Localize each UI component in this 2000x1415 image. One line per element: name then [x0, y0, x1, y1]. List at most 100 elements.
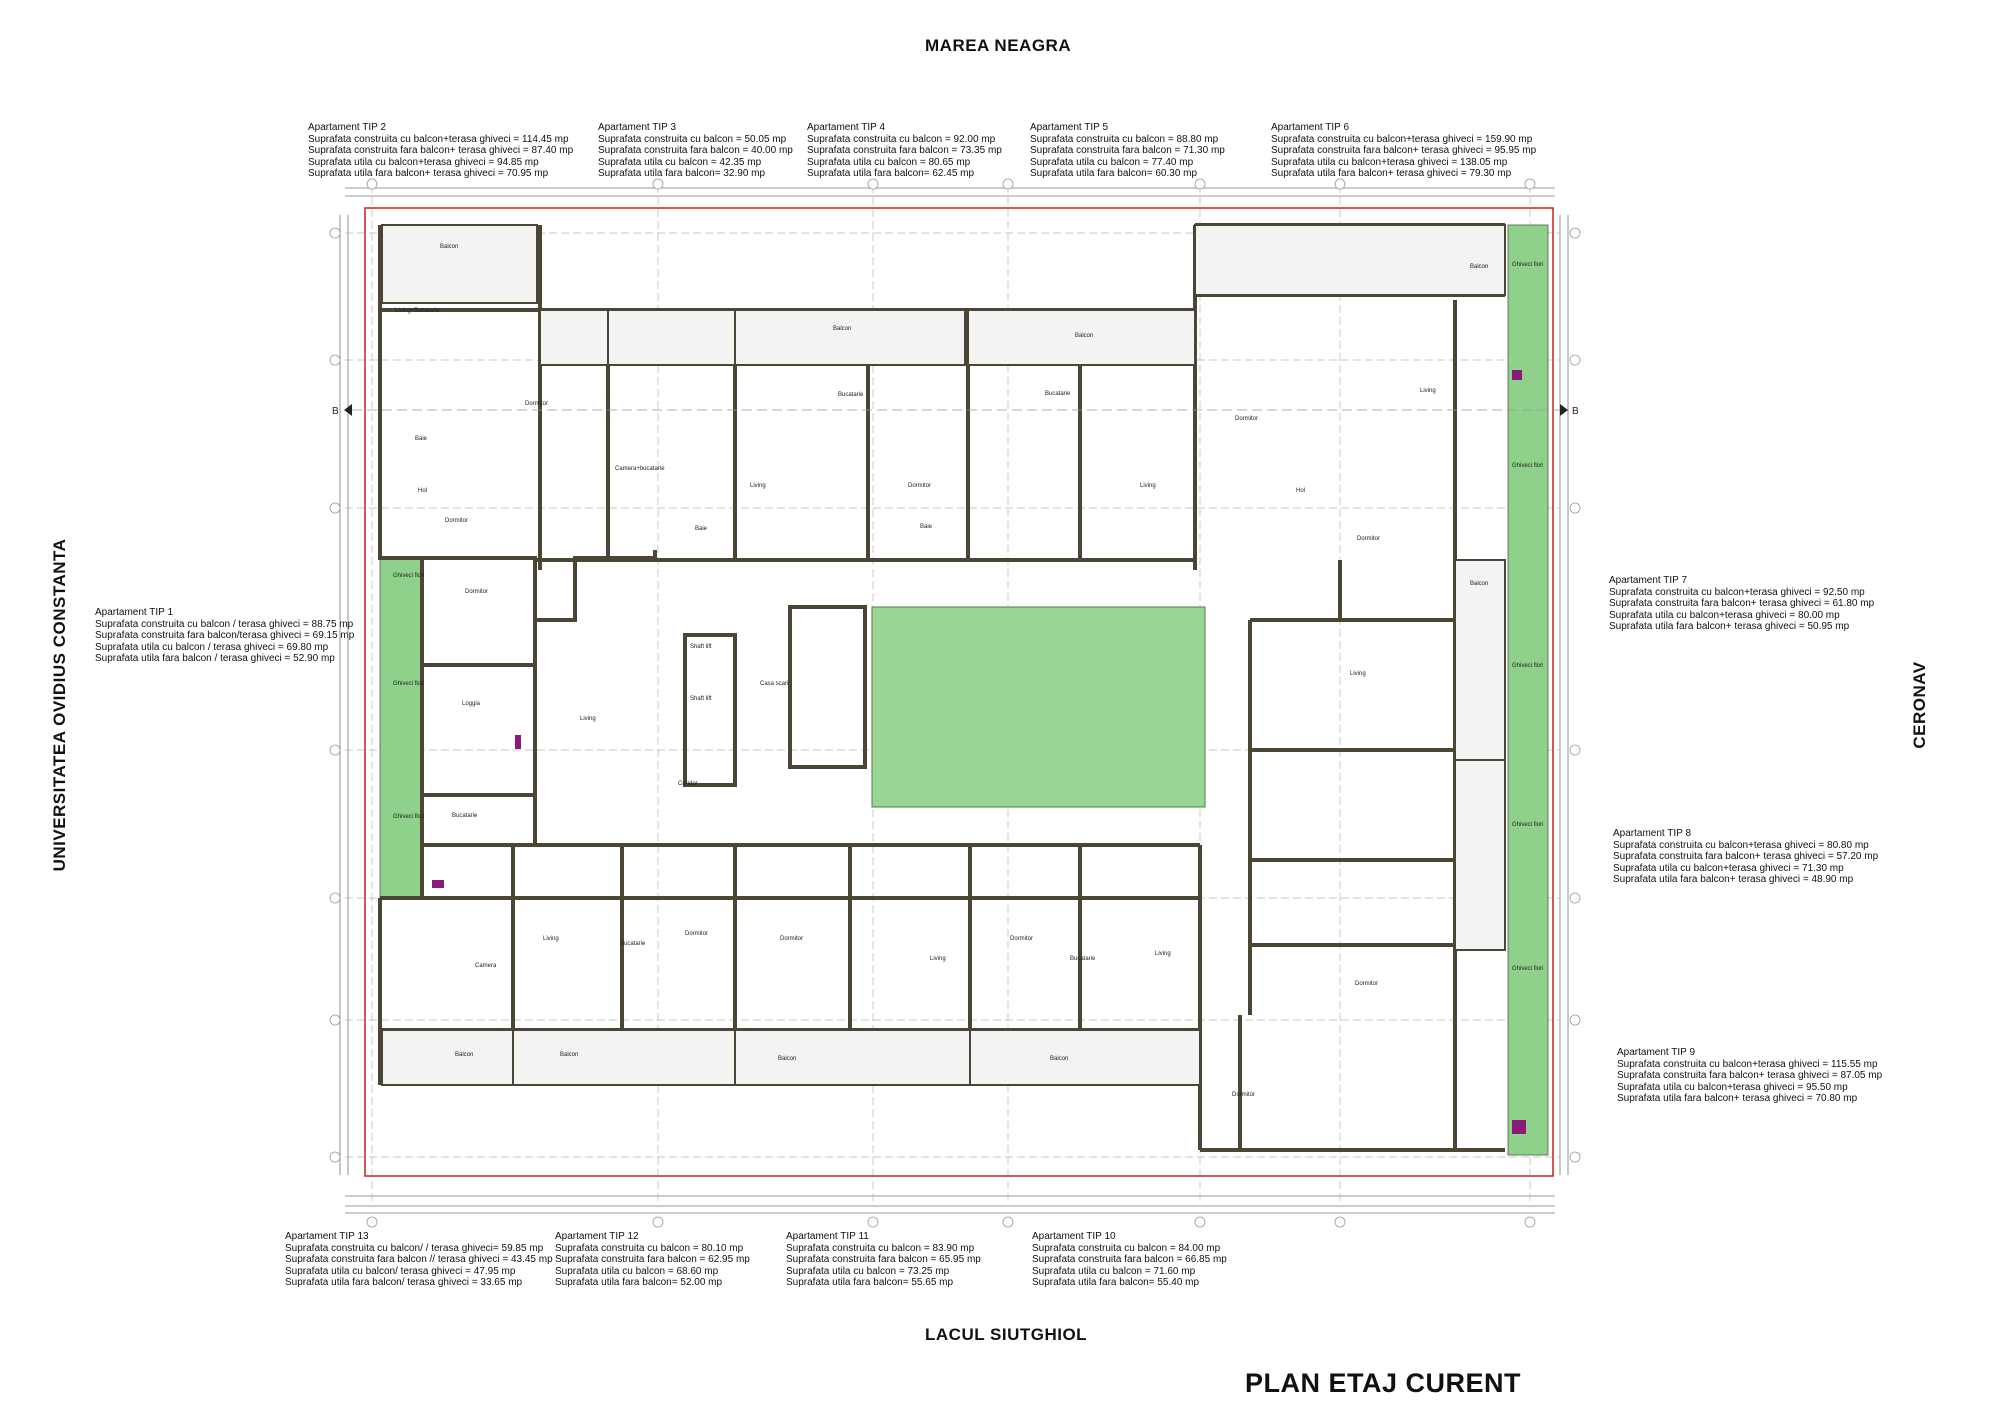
- svg-text:Ghiveci flori: Ghiveci flori: [393, 814, 424, 820]
- area-line: Suprafata construita cu balcon / terasa …: [95, 618, 354, 630]
- area-line: Suprafata construita fara balcon+ terasa…: [1609, 598, 1875, 610]
- area-line: Suprafata utila cu balcon+terasa ghiveci…: [1613, 862, 1844, 874]
- area-line: Suprafata utila cu balcon = 77.40 mp: [1030, 156, 1194, 168]
- svg-text:Bucatarie: Bucatarie: [620, 941, 646, 947]
- svg-text:Hol: Hol: [1296, 488, 1305, 494]
- area-line: Suprafata utila fara balcon / terasa ghi…: [95, 653, 335, 665]
- svg-text:Living+Bucatarie: Living+Bucatarie: [395, 308, 440, 314]
- area-line: Suprafata utila fara balcon/ terasa ghiv…: [285, 1277, 523, 1289]
- south-label: LACUL SIUTGHIOL: [925, 1325, 1088, 1344]
- svg-text:Living: Living: [750, 483, 766, 489]
- area-line: Suprafata utila cu balcon+terasa ghiveci…: [1271, 156, 1508, 168]
- area-line: Suprafata construita cu balcon = 80.10 m…: [555, 1242, 744, 1254]
- svg-text:Balcon: Balcon: [1075, 333, 1093, 339]
- svg-text:Balcon: Balcon: [1050, 1056, 1068, 1062]
- drawing-title: PLAN ETAJ CURENT: [1245, 1368, 1522, 1398]
- property-boundary: [364, 207, 1554, 1177]
- svg-text:Dormitor: Dormitor: [1010, 936, 1033, 942]
- area-line: Suprafata construita cu balcon = 92.00 m…: [807, 133, 996, 145]
- grid-markers: [329, 178, 1581, 1228]
- area-line: Suprafata construita fara balcon = 62.95…: [555, 1254, 750, 1266]
- apartment-name: Apartament TIP 6: [1271, 122, 1350, 133]
- area-line: Suprafata utila cu balcon = 80.65 mp: [807, 156, 971, 168]
- apartment-legend: Apartament TIP 9 Suprafata construita cu…: [1617, 1047, 1882, 1105]
- apartment-name: Apartament TIP 2: [308, 122, 387, 133]
- garden-strip-right: [1507, 224, 1549, 1156]
- apartment-name: Apartament TIP 3: [598, 122, 677, 133]
- svg-text:Dormitor: Dormitor: [780, 936, 803, 942]
- svg-text:Balcon: Balcon: [1470, 264, 1488, 270]
- svg-text:Ghiveci flori: Ghiveci flori: [393, 681, 424, 687]
- area-line: Suprafata construita fara balcon // tera…: [285, 1254, 553, 1266]
- area-line: Suprafata construita fara balcon = 66.85…: [1032, 1254, 1227, 1266]
- svg-text:Coridor: Coridor: [678, 781, 698, 787]
- svg-text:Casa scari: Casa scari: [760, 681, 788, 687]
- svg-text:Balcon: Balcon: [778, 1056, 796, 1062]
- area-line: Suprafata utila cu balcon = 73.25 mp: [786, 1265, 950, 1277]
- area-line: Suprafata construita fara balcon = 73.35…: [807, 145, 1002, 157]
- svg-text:Bucatarie: Bucatarie: [838, 392, 864, 398]
- area-line: Suprafata utila fara balcon+ terasa ghiv…: [1271, 168, 1512, 180]
- area-line: Suprafata utila fara balcon+ terasa ghiv…: [308, 168, 549, 180]
- svg-text:Dormitor: Dormitor: [1232, 1092, 1255, 1098]
- svg-text:Living: Living: [543, 936, 559, 942]
- svg-text:Bucatarie: Bucatarie: [1045, 391, 1071, 397]
- area-line: Suprafata construita fara balcon = 40.00…: [598, 145, 793, 157]
- apartment-name: Apartament TIP 5: [1030, 122, 1109, 133]
- svg-text:Balcon: Balcon: [440, 244, 458, 250]
- area-line: Suprafata utila fara balcon+ terasa ghiv…: [1609, 621, 1850, 633]
- svg-text:Living: Living: [1155, 951, 1171, 957]
- apartment-name: Apartament TIP 13: [285, 1231, 369, 1242]
- svg-text:Camera: Camera: [475, 963, 497, 969]
- room-labels: Balcon Balcon Balcon Balcon Balcon Balco…: [393, 244, 1543, 1098]
- area-line: Suprafata construita cu balcon+terasa gh…: [308, 133, 569, 145]
- apartment-name: Apartament TIP 10: [1032, 1231, 1116, 1242]
- svg-text:Shaft lift: Shaft lift: [690, 644, 712, 650]
- area-line: Suprafata construita fara balcon+ terasa…: [1613, 851, 1879, 863]
- area-line: Suprafata construita fara balcon = 71.30…: [1030, 145, 1225, 157]
- svg-text:Dormitor: Dormitor: [1235, 416, 1258, 422]
- area-line: Suprafata utila fara balcon= 62.45 mp: [807, 168, 975, 180]
- apartment-name: Apartament TIP 4: [807, 122, 886, 133]
- area-line: Suprafata utila cu balcon+terasa ghiveci…: [1609, 609, 1840, 621]
- area-line: Suprafata construita fara balcon+ terasa…: [1617, 1070, 1883, 1082]
- svg-text:Baie: Baie: [695, 526, 708, 532]
- svg-text:Baie: Baie: [920, 524, 933, 530]
- area-line: Suprafata utila fara balcon+ terasa ghiv…: [1617, 1093, 1858, 1105]
- apartment-legend: Apartament TIP 6 Suprafata construita cu…: [1271, 122, 1536, 180]
- svg-text:Ghiveci flori: Ghiveci flori: [1512, 262, 1543, 268]
- section-marker-left: B: [332, 406, 339, 417]
- area-line: Suprafata utila cu balcon+terasa ghiveci…: [1617, 1081, 1848, 1093]
- svg-text:Dormitor: Dormitor: [445, 518, 468, 524]
- svg-text:Baie: Baie: [415, 436, 428, 442]
- north-label: MAREA NEAGRA: [925, 36, 1072, 55]
- area-line: Suprafata utila fara balcon= 32.90 mp: [598, 168, 766, 180]
- svg-text:Dormitor: Dormitor: [1357, 536, 1380, 542]
- svg-text:Ghiveci flori: Ghiveci flori: [1512, 663, 1543, 669]
- svg-text:Living: Living: [1350, 671, 1366, 677]
- svg-text:Ghiveci flori: Ghiveci flori: [1512, 822, 1543, 828]
- svg-text:Living: Living: [1140, 483, 1156, 489]
- area-line: Suprafata utila fara balcon= 55.65 mp: [786, 1277, 954, 1289]
- svg-text:Shaft lift: Shaft lift: [690, 696, 712, 702]
- area-line: Suprafata construita cu balcon+terasa gh…: [1609, 586, 1865, 598]
- svg-text:Bucatarie: Bucatarie: [452, 813, 478, 819]
- section-marker-right: B: [1572, 406, 1579, 417]
- area-line: Suprafata construita cu balcon = 84.00 m…: [1032, 1242, 1221, 1254]
- svg-text:Balcon: Balcon: [1470, 581, 1488, 587]
- apartment-legend: Apartament TIP 1 Suprafata construita cu…: [95, 607, 354, 665]
- svg-text:Ghiveci flori: Ghiveci flori: [1512, 966, 1543, 972]
- svg-text:Camera+bucatarie: Camera+bucatarie: [615, 466, 665, 472]
- area-line: Suprafata construita cu balcon+terasa gh…: [1271, 133, 1533, 145]
- svg-text:Living: Living: [1420, 388, 1436, 394]
- fixtures: [432, 370, 1526, 1134]
- dimension-lines: [339, 187, 1569, 1214]
- apartment-legend: Apartament TIP 13 Suprafata construita c…: [285, 1231, 553, 1289]
- apartment-legend: Apartament TIP 2 Suprafata construita cu…: [308, 122, 573, 180]
- apartment-legend: Apartament TIP 5 Suprafata construita cu…: [1030, 122, 1225, 180]
- area-line: Suprafata construita cu balcon/ / terasa…: [285, 1242, 544, 1254]
- area-line: Suprafata construita fara balcon+ terasa…: [308, 145, 574, 157]
- apartment-legend: Apartament TIP 7 Suprafata construita cu…: [1609, 575, 1874, 633]
- area-line: Suprafata construita cu balcon = 88.80 m…: [1030, 133, 1219, 145]
